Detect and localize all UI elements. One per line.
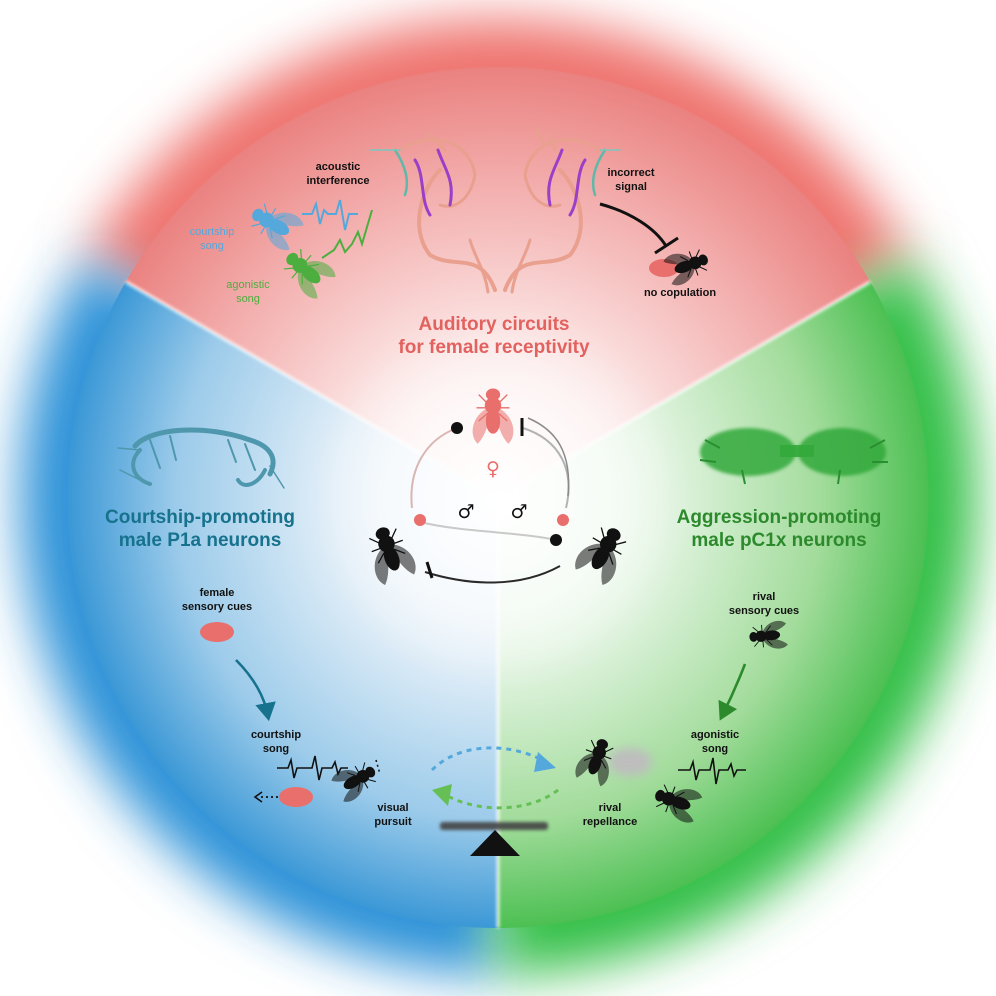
incorrect-signal-label-1: incorrect <box>607 167 654 179</box>
left-arrow-down <box>235 659 276 722</box>
sector-red <box>125 67 871 498</box>
pc1x-neuron-icon <box>699 428 888 485</box>
agonistic-song-right-label-1: agonistic <box>691 729 739 741</box>
right-arrow-down <box>718 663 747 721</box>
center-network: ♀ ♂ ♂ <box>361 388 635 588</box>
auditory-title-line-1: Auditory circuits <box>419 314 570 335</box>
rival-repellance-label-2: repellance <box>583 816 637 828</box>
fighting-flies-icon <box>572 733 704 826</box>
male-symbol-left: ♂ <box>457 501 474 523</box>
female-to-left-line <box>410 427 458 509</box>
rival-repellance-label-1: rival <box>599 802 622 814</box>
no-copulation-flies-icon <box>649 243 713 288</box>
agonistic-song-top-label-2: song <box>236 293 260 305</box>
node-right-red <box>557 514 569 526</box>
female-cue-fly-icon <box>200 622 234 642</box>
courtship-song-top-label-2: song <box>200 240 224 252</box>
agonistic-waveform-right-icon <box>678 757 746 785</box>
visual-pursuit-label-2: pursuit <box>374 816 412 828</box>
p1a-neuron-icon <box>117 427 285 489</box>
left-to-right-line <box>419 521 557 541</box>
blue-arrowhead <box>534 752 556 772</box>
agonistic-song-right-label-2: song <box>702 743 728 755</box>
incorrect-signal-label-2: signal <box>615 181 647 193</box>
right-to-left-inhibit-line <box>424 565 561 584</box>
seesaw-icon <box>440 822 548 856</box>
aggression-title-line-2: male pC1x neurons <box>691 530 866 551</box>
rival-cues-label-2: sensory cues <box>729 605 799 617</box>
courtship-song-top-label-1: courtship <box>190 226 235 238</box>
center-highlight <box>348 348 648 648</box>
auditory-title-line-2: for female receptivity <box>398 337 590 358</box>
acoustic-interference-label-2: interference <box>307 175 370 187</box>
agonistic-song-top-label-1: agonistic <box>226 279 270 291</box>
node-female-black <box>451 422 463 434</box>
node-left-red <box>414 514 426 526</box>
rival-cues-label-1: rival <box>753 591 776 603</box>
node-right-black <box>550 534 562 546</box>
courtship-waveform-left-icon <box>277 755 348 781</box>
courtship-title-line-1: Courtship-promoting <box>105 507 295 528</box>
auditory-neuron-icon <box>369 128 621 294</box>
green-arrowhead <box>432 784 452 806</box>
inhibition-bar-top <box>654 236 679 255</box>
female-cues-label-2: sensory cues <box>182 601 252 613</box>
female-symbol: ♀ <box>486 458 500 480</box>
courtship-title-line-2: male P1a neurons <box>119 530 282 551</box>
courtship-waveform-top-icon <box>302 199 358 231</box>
inhibition-bar-bottom <box>425 561 434 579</box>
visual-pursuit-label-1: visual <box>377 802 408 814</box>
male-symbol-right: ♂ <box>510 501 527 523</box>
acoustic-interference-label-1: acoustic <box>316 161 361 173</box>
blue-dashed-arrow-icon <box>430 746 547 772</box>
courtship-song-left-label-1: courtship <box>251 729 301 741</box>
female-cues-label-1: female <box>200 587 235 599</box>
agonistic-waveform-top-icon <box>321 209 373 259</box>
inhibition-icon-top <box>599 202 668 247</box>
green-dashed-arrow-icon <box>443 788 559 810</box>
female-to-right-line <box>522 427 570 509</box>
no-copulation-label: no copulation <box>644 287 716 299</box>
courtship-song-left-label-2: song <box>263 743 289 755</box>
aggression-title-line-1: Aggression-promoting <box>677 507 882 528</box>
pursued-female-icon <box>279 787 313 807</box>
